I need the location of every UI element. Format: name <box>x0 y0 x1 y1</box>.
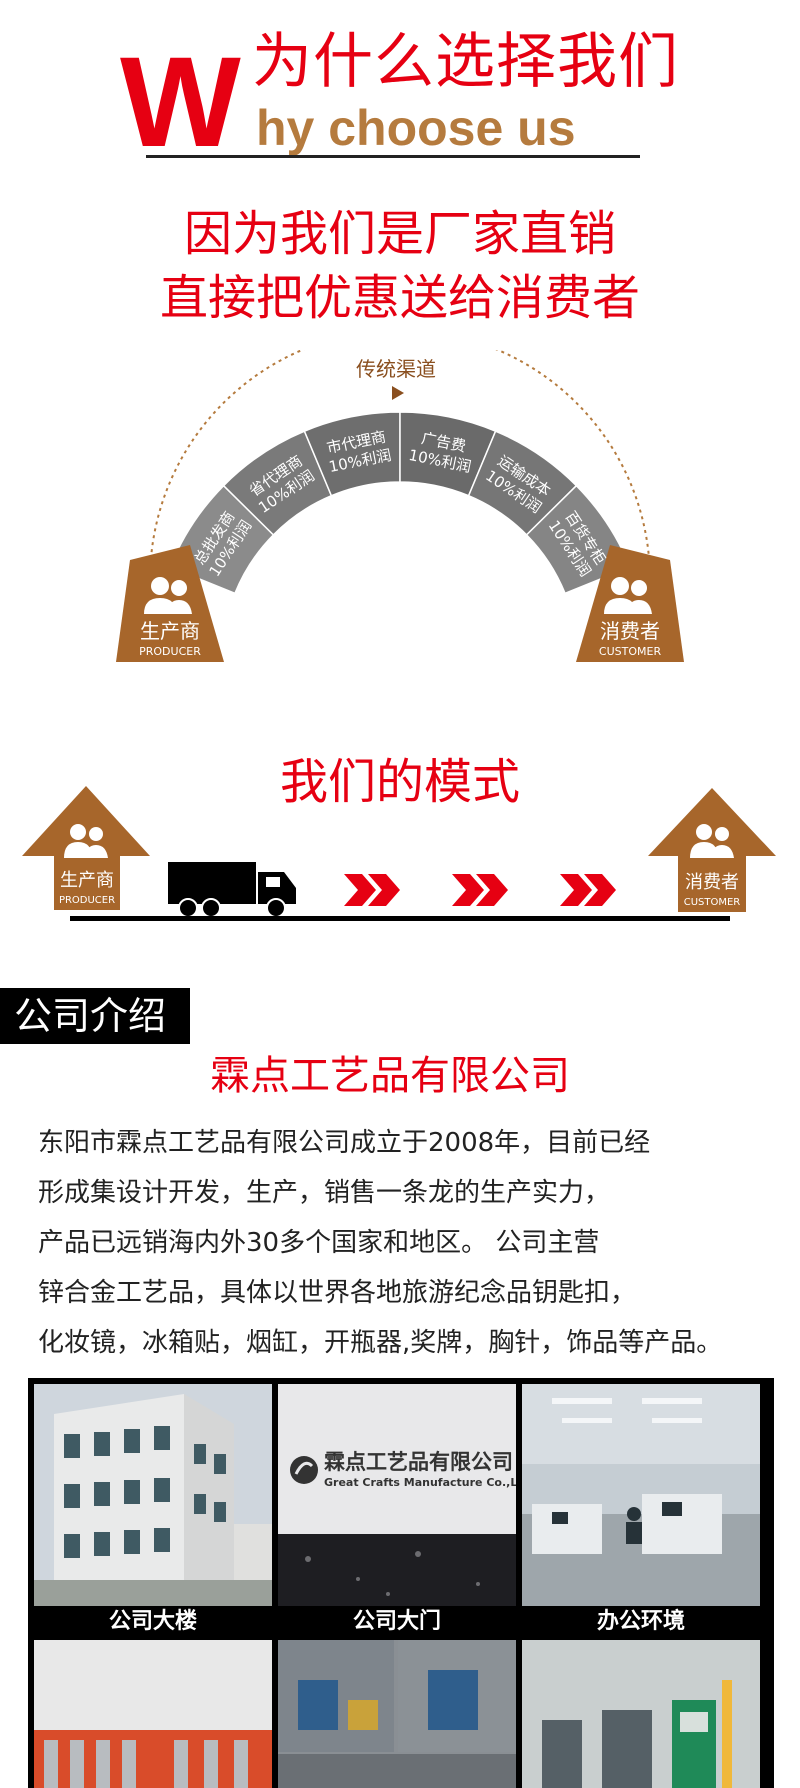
title-underline <box>146 155 640 158</box>
producer-badge: 生产商 PRODUCER <box>116 545 224 662</box>
company-intro-tag: 公司介绍 <box>0 988 190 1044</box>
arrow-icon <box>344 874 400 906</box>
description-line: 东阳市霖点工艺品有限公司成立于2008年，目前已经 <box>38 1128 651 1158</box>
people-icon <box>64 824 108 858</box>
page-title-en: hy choose us <box>256 100 576 156</box>
svg-text:PRODUCER: PRODUCER <box>139 645 201 658</box>
customer-house: 消费者 CUSTOMER <box>648 788 776 912</box>
model-title: 我们的模式 <box>279 754 520 810</box>
description-line: 锌合金工艺品，具体以世界各地旅游纪念品钥匙扣， <box>38 1278 637 1308</box>
people-icon <box>604 577 652 614</box>
photo-office-environment <box>522 1384 760 1606</box>
people-icon <box>144 577 192 614</box>
photo-showroom <box>34 1640 272 1788</box>
truck-icon <box>168 862 296 918</box>
logo-text-en: Great Crafts Manufacture Co.,Ltd <box>324 1476 516 1489</box>
caption-office-environment: 办公环境 <box>596 1609 685 1634</box>
logo-big-w: W <box>120 31 241 174</box>
producer-house: 生产商 PRODUCER <box>22 786 150 910</box>
svg-text:消费者: 消费者 <box>600 619 660 643</box>
company-name: 霖点工艺品有限公司 <box>210 1053 570 1099</box>
traditional-channel-arch: 传统渠道 总批发商10%利润省代理商10%利润市代理商10%利润广告费10%利润… <box>116 350 684 662</box>
customer-badge: 消费者 CUSTOMER <box>576 545 684 662</box>
description-line: 化妆镜，冰箱贴，烟缸，开瓶器,奖牌，胸针，饰品等产品。 <box>38 1328 723 1358</box>
company-photo-grid: 霖点工艺品有限公司 Great Crafts Manufacture Co.,L… <box>28 1378 774 1788</box>
svg-text:CUSTOMER: CUSTOMER <box>684 897 741 908</box>
photo-company-building <box>34 1384 272 1606</box>
ground-line <box>70 916 730 921</box>
arrow-icon <box>560 874 616 906</box>
description-line: 形成集设计开发，生产，销售一条龙的生产实力， <box>38 1178 611 1208</box>
description-line: 产品已远销海内外30多个国家和地区。 公司主营 <box>38 1228 600 1258</box>
caption-company-gate: 公司大门 <box>352 1609 441 1634</box>
arc-arrow-icon <box>392 386 404 400</box>
slogan-line-1: 因为我们是厂家直销 <box>183 206 616 262</box>
photo-machinery <box>522 1640 760 1788</box>
svg-text:消费者: 消费者 <box>685 872 739 893</box>
page-title-cn: 为什么选择我们 <box>252 27 679 97</box>
slogan-line-2: 直接把优惠送给消费者 <box>159 270 640 326</box>
arrow-icon <box>452 874 508 906</box>
company-description: 东阳市霖点工艺品有限公司成立于2008年，目前已经 形成集设计开发，生产，销售一… <box>38 1118 788 1368</box>
company-logo-icon <box>290 1456 318 1484</box>
svg-text:CUSTOMER: CUSTOMER <box>599 645 662 658</box>
svg-text:PRODUCER: PRODUCER <box>59 895 115 906</box>
our-model-diagram: 生产商 PRODUCER 消费者 CUSTOMER <box>22 786 776 921</box>
svg-text:生产商: 生产商 <box>60 870 114 891</box>
svg-text:生产商: 生产商 <box>140 619 200 643</box>
photo-company-gate: 霖点工艺品有限公司 Great Crafts Manufacture Co.,L… <box>278 1384 516 1606</box>
logo-text-cn: 霖点工艺品有限公司 <box>324 1450 513 1474</box>
channel-label: 传统渠道 <box>356 357 436 381</box>
people-icon <box>690 824 734 858</box>
caption-company-building: 公司大楼 <box>108 1609 197 1634</box>
photo-production-workshop <box>278 1640 516 1788</box>
